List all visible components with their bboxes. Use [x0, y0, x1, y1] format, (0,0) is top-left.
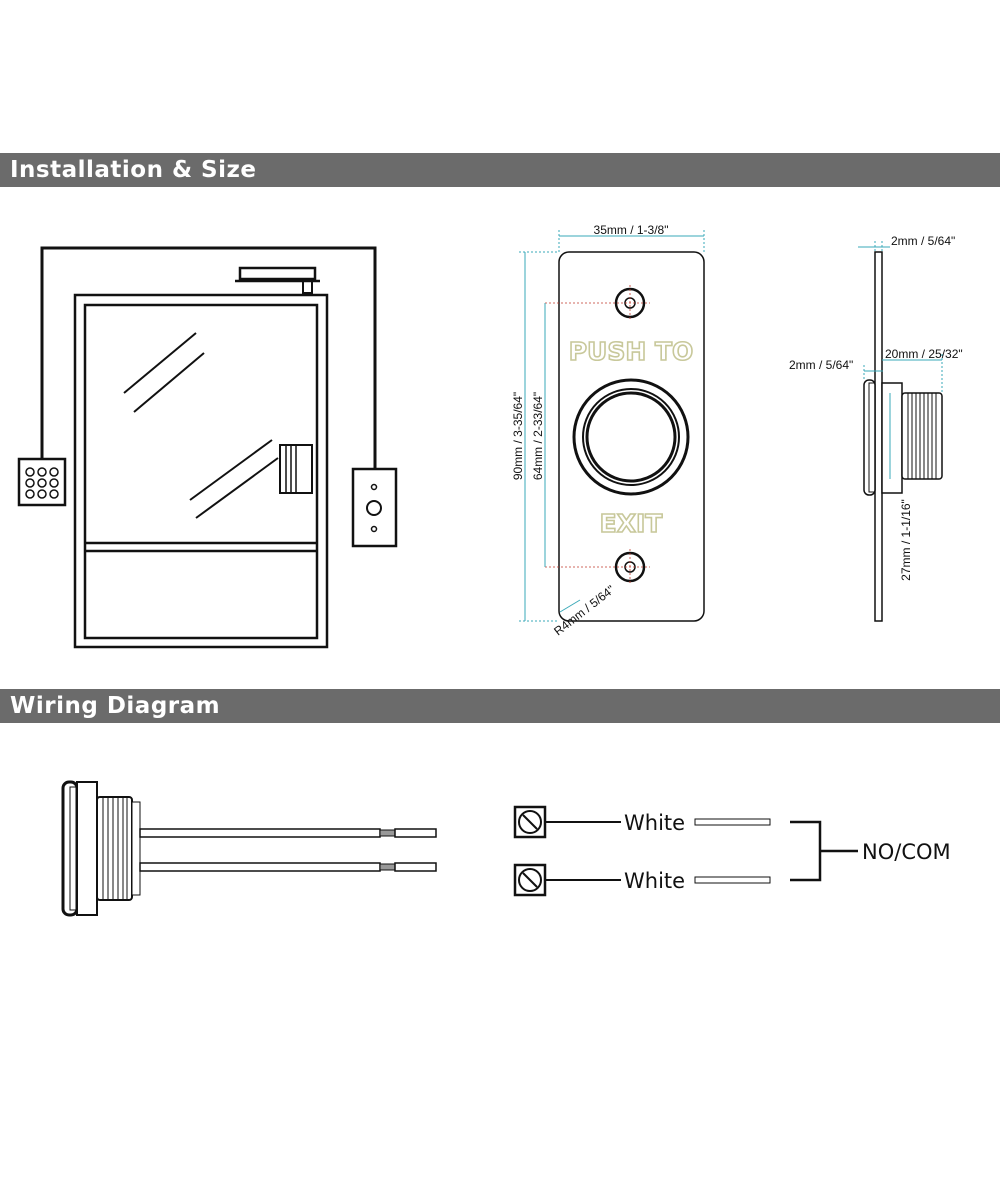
front-dimension-lines — [519, 230, 705, 622]
installation-section-header: Installation & Size — [0, 153, 1000, 187]
side-dimension-lines — [858, 241, 943, 479]
terminal-screw-icon — [513, 805, 547, 839]
dim-hole-spacing: 64mm / 2-33/64" — [531, 392, 545, 480]
keypad-icon — [17, 457, 67, 507]
wired-button-side-view — [61, 780, 141, 917]
dim-thread-diameter: 27mm / 1-1/16" — [899, 499, 913, 581]
bracket-connector — [790, 820, 858, 882]
exit-button-icon — [351, 467, 398, 548]
terminal-screw-icon — [513, 863, 547, 897]
wire-end-1 — [694, 818, 771, 826]
wiring-section-title: Wiring Diagram — [10, 693, 221, 719]
wire-1-label: White — [624, 811, 685, 835]
wiring-section-header: Wiring Diagram — [0, 689, 1000, 723]
door-installation-drawing — [40, 246, 377, 649]
wire-2-label: White — [624, 869, 685, 893]
installation-section-title: Installation & Size — [10, 157, 257, 183]
wire-end-2 — [694, 876, 771, 884]
dim-plate-height: 90mm / 3-35/64" — [511, 392, 525, 480]
dim-thread-length: 20mm / 25/32" — [885, 347, 963, 361]
button-plate-front-view — [545, 251, 705, 622]
plate-text-push-to: PUSH TO — [569, 337, 694, 366]
wire-leads — [139, 828, 437, 872]
plate-text-exit: EXIT — [600, 509, 663, 538]
terminal-label: NO/COM — [862, 840, 951, 864]
dim-plate-width: 35mm / 1-3/8" — [594, 223, 669, 237]
button-side-view — [863, 251, 943, 622]
dim-side-plate-thickness: 2mm / 5/64" — [891, 234, 955, 248]
dim-side-flange-thickness: 2mm / 5/64" — [789, 358, 853, 372]
